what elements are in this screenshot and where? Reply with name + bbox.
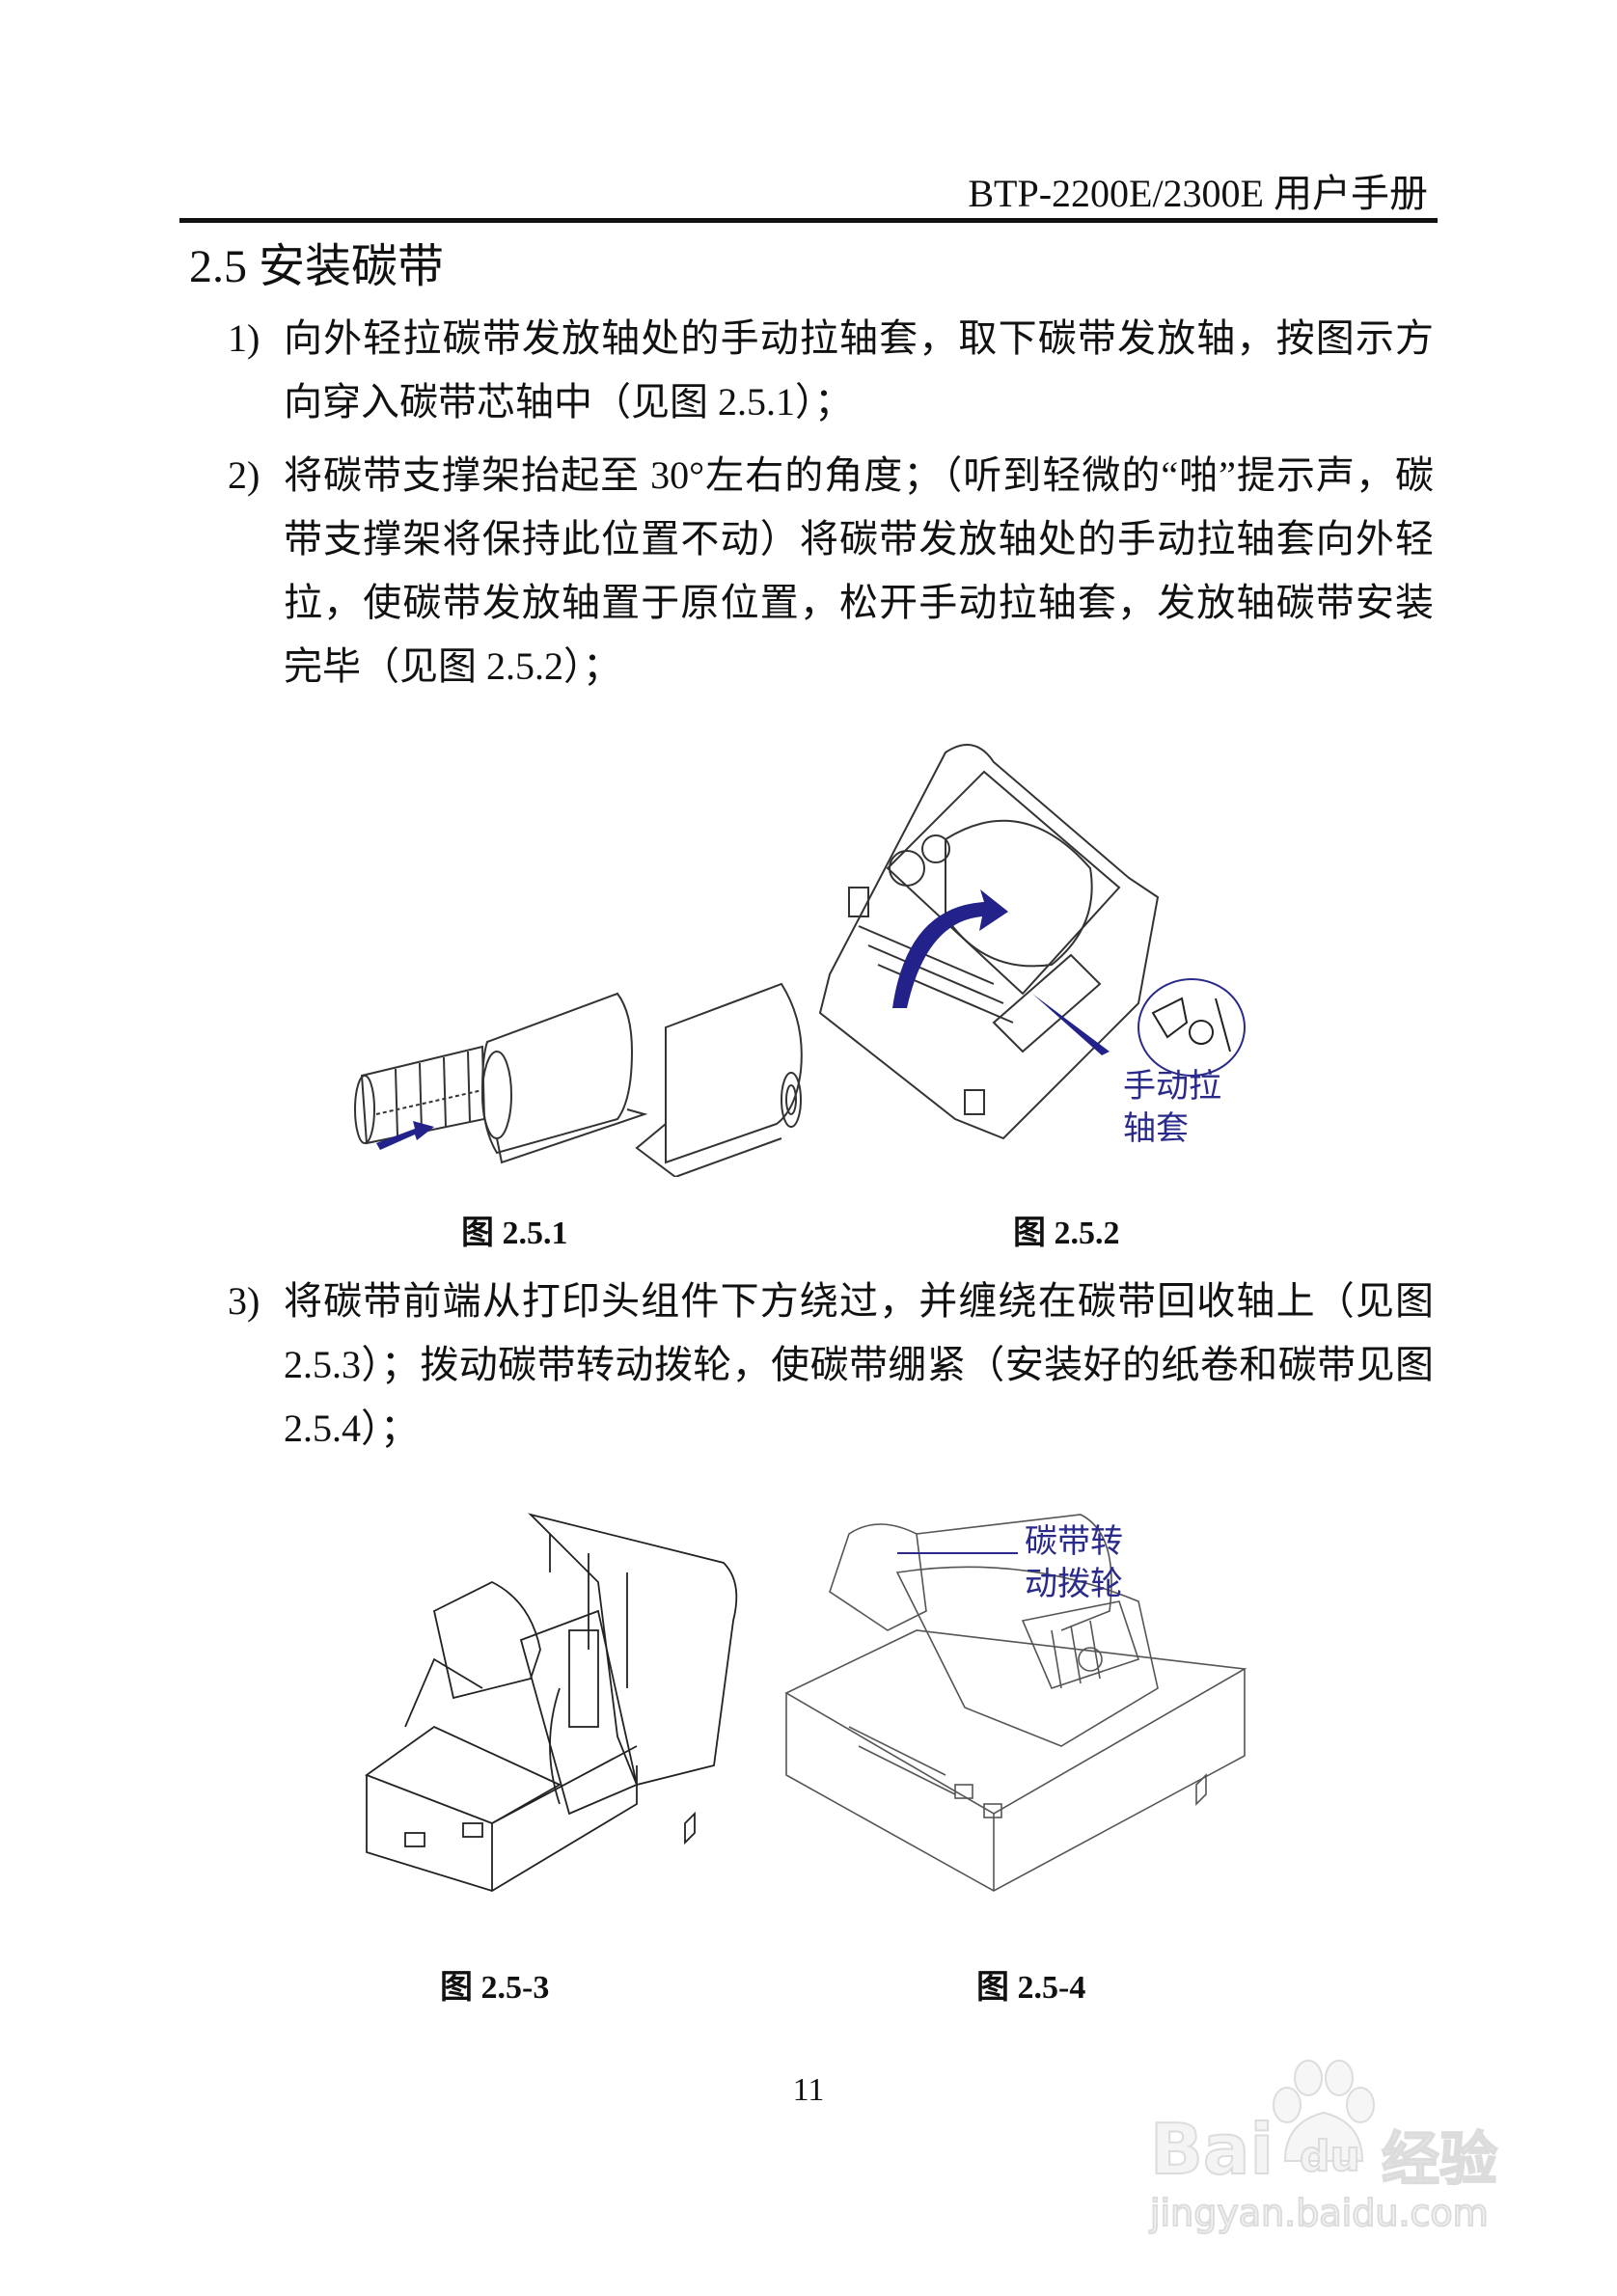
printer-ribbon-holder-illustration xyxy=(818,744,1246,1140)
printer-ribbon-wound-illustration xyxy=(365,1513,738,1892)
printer-ribbon-installed-illustration xyxy=(784,1514,1247,1892)
step-text: 将碳带支撑架抬起至 30°左右的角度；（听到轻微的“啪”提示声，碳带支撑架将保持… xyxy=(284,453,1434,688)
step-number: 2) xyxy=(228,453,260,497)
callout-line-2: 动拨轮 xyxy=(1025,1565,1123,1603)
figure-2-5-4: 碳带转 动拨轮 xyxy=(772,1495,1274,1900)
figure-caption: 图 2.5-3 xyxy=(440,1970,550,2006)
pointer-arrow-icon xyxy=(1032,994,1110,1055)
step-text: 将碳带前端从打印头组件下方绕过，并缠绕在碳带回收轴上（见图 2.5.3）；拨动碳… xyxy=(284,1279,1434,1450)
baidu-jingyan-watermark: Bai du 经验 jingyan.baidu.com xyxy=(1149,2055,1517,2238)
step-number: 3) xyxy=(228,1279,260,1323)
section-title: 2.5 安装碳带 xyxy=(189,241,445,292)
paw-icon xyxy=(1273,2060,1375,2162)
callout-line-2: 轴套 xyxy=(1123,1109,1189,1148)
figure-caption: 图 2.5.2 xyxy=(1013,1216,1120,1251)
watermark-logo-bai: Bai xyxy=(1149,2108,1274,2191)
figure-caption: 图 2.5-4 xyxy=(976,1970,1086,2006)
figure-caption: 图 2.5.1 xyxy=(461,1216,568,1251)
callout-line-1: 碳带转 xyxy=(1025,1522,1123,1561)
manual-header-title: BTP-2200E/2300E 用户手册 xyxy=(968,172,1428,215)
callout-line-1: 手动拉 xyxy=(1123,1067,1221,1106)
step-2: 2) 将碳带支撑架抬起至 30°左右的角度；（听到轻微的“啪”提示声，碳带支撑架… xyxy=(228,444,1434,698)
lift-arrow-icon xyxy=(892,889,1008,1008)
step-3: 3) 将碳带前端从打印头组件下方绕过，并缠绕在碳带回收轴上（见图 2.5.3）；… xyxy=(228,1270,1434,1461)
figure-2-5-1 xyxy=(338,955,839,1179)
callout-manual-pull-sleeve: 手动拉 轴套 xyxy=(1123,1065,1221,1150)
step-1: 1) 向外轻拉碳带发放轴处的手动拉轴套，取下碳带发放轴，按图示方向穿入碳带芯轴中… xyxy=(228,307,1434,434)
watermark-logo-jingyan: 经验 xyxy=(1381,2125,1498,2195)
callout-ribbon-dial: 碳带转 动拨轮 xyxy=(1025,1520,1123,1605)
header-divider xyxy=(179,218,1438,223)
figure-2-5-2: 手动拉 轴套 xyxy=(801,733,1264,1158)
step-number: 1) xyxy=(228,316,260,360)
watermark-logo-du: du xyxy=(1299,2131,1361,2182)
watermark-url: jingyan.baidu.com xyxy=(1149,2191,1490,2235)
figure-2-5-3 xyxy=(347,1495,772,1900)
step-text: 向外轻拉碳带发放轴处的手动拉轴套，取下碳带发放轴，按图示方向穿入碳带芯轴中（见图… xyxy=(284,316,1434,424)
insert-arrow-icon xyxy=(376,1121,434,1150)
ribbon-core-illustration xyxy=(354,982,803,1179)
page-number: 11 xyxy=(792,2072,825,2108)
